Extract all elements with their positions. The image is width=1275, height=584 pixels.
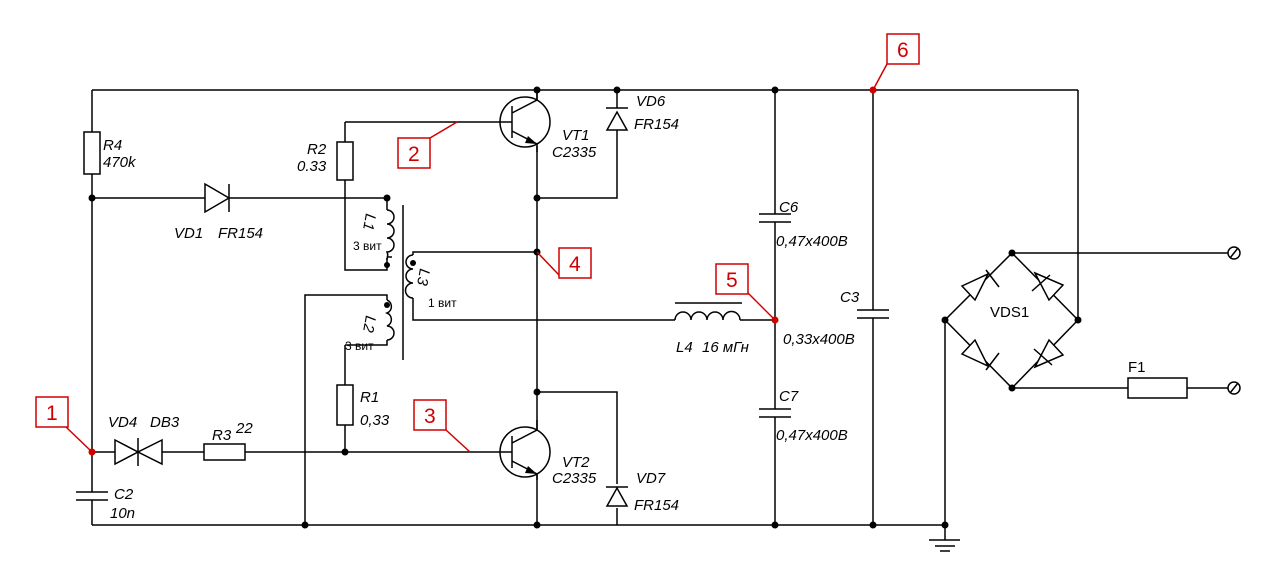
svg-text:2: 2 <box>408 143 420 166</box>
label-c2: C2 <box>114 486 134 503</box>
label-vd4-value: DB3 <box>150 414 180 431</box>
label-c6: C6 <box>779 199 799 216</box>
resistor-r4 <box>83 131 101 175</box>
svg-text:1: 1 <box>46 402 58 425</box>
label-l4: L4 <box>676 339 693 356</box>
label-l4-value: 16 мГн <box>702 339 749 356</box>
label-vd7: VD7 <box>636 470 666 487</box>
svg-text:5: 5 <box>726 269 738 292</box>
label-vds1: VDS1 <box>990 304 1029 321</box>
marker-6: 6 <box>872 33 920 91</box>
capacitor-c7 <box>759 408 791 418</box>
marker-2: 2 <box>397 121 458 169</box>
label-l2-turns: 3 вит <box>345 339 374 353</box>
label-r1-value: 0,33 <box>360 412 390 429</box>
label-vd1-value: FR154 <box>218 225 263 242</box>
transistor-vt1 <box>499 90 551 152</box>
label-vd6-value: FR154 <box>634 116 679 133</box>
component-labels: R4 470k R2 0.33 R1 0,33 R3 22 VD1 FR154 … <box>103 93 1146 522</box>
diode-vd7 <box>605 486 629 507</box>
label-c7-value: 0,47х400В <box>776 427 848 444</box>
marker-1: 1 <box>35 396 93 453</box>
fuse-f1 <box>1127 377 1188 399</box>
label-r4: R4 <box>103 137 122 154</box>
wires <box>91 89 1228 552</box>
transistor-vt2 <box>499 420 551 480</box>
label-r2: R2 <box>307 141 327 158</box>
resistor-r1 <box>336 384 354 426</box>
inductor-l1 <box>385 209 395 259</box>
terminal-bottom <box>1227 381 1241 395</box>
label-r3-value: 22 <box>235 420 253 437</box>
svg-text:6: 6 <box>897 39 909 62</box>
label-vd6: VD6 <box>636 93 666 110</box>
label-r4-value: 470k <box>103 154 137 171</box>
marker-4: 4 <box>536 247 592 279</box>
inductor-l3 <box>404 254 414 299</box>
marker-5: 5 <box>715 263 776 321</box>
label-vd4: VD4 <box>108 414 137 431</box>
capacitor-c6 <box>759 213 791 223</box>
label-vt1-value: C2335 <box>552 144 597 161</box>
label-vt2: VT2 <box>562 454 590 471</box>
inductor-l4 <box>674 302 742 321</box>
svg-text:4: 4 <box>569 253 581 276</box>
marker-3: 3 <box>413 399 471 453</box>
diode-vd1 <box>204 182 231 214</box>
label-c2-value: 10n <box>110 505 135 522</box>
label-c7: C7 <box>779 388 799 405</box>
terminal-top <box>1227 246 1241 260</box>
label-f1: F1 <box>1128 359 1146 376</box>
label-r1: R1 <box>360 389 379 406</box>
label-l3-turns: 1 вит <box>428 296 457 310</box>
resistor-r3 <box>203 443 246 461</box>
label-c3-value: 0,33х400В <box>783 331 855 348</box>
capacitor-c2 <box>76 491 108 501</box>
bridge-vds1 <box>943 251 1080 390</box>
label-c3: C3 <box>840 289 860 306</box>
label-l3: L3 <box>413 267 433 287</box>
label-vt2-value: C2335 <box>552 470 597 487</box>
label-l1-turns: 3 вит <box>353 239 382 253</box>
inductor-l2 <box>384 299 395 341</box>
label-r2-value: 0.33 <box>297 158 327 175</box>
label-l2: L2 <box>359 314 379 334</box>
svg-text:3: 3 <box>424 405 436 428</box>
label-vt1: VT1 <box>562 127 590 144</box>
test-point-markers: 1 2 3 4 5 6 <box>35 33 920 453</box>
label-vd1: VD1 <box>174 225 203 242</box>
capacitor-c3 <box>857 309 889 319</box>
label-r3: R3 <box>212 427 232 444</box>
diode-vd6 <box>605 107 629 131</box>
label-l1: L1 <box>359 212 379 231</box>
diac-vd4 <box>114 438 163 466</box>
label-c6-value: 0,47х400В <box>776 233 848 250</box>
resistor-r2 <box>336 141 354 181</box>
label-vd7-value: FR154 <box>634 497 679 514</box>
